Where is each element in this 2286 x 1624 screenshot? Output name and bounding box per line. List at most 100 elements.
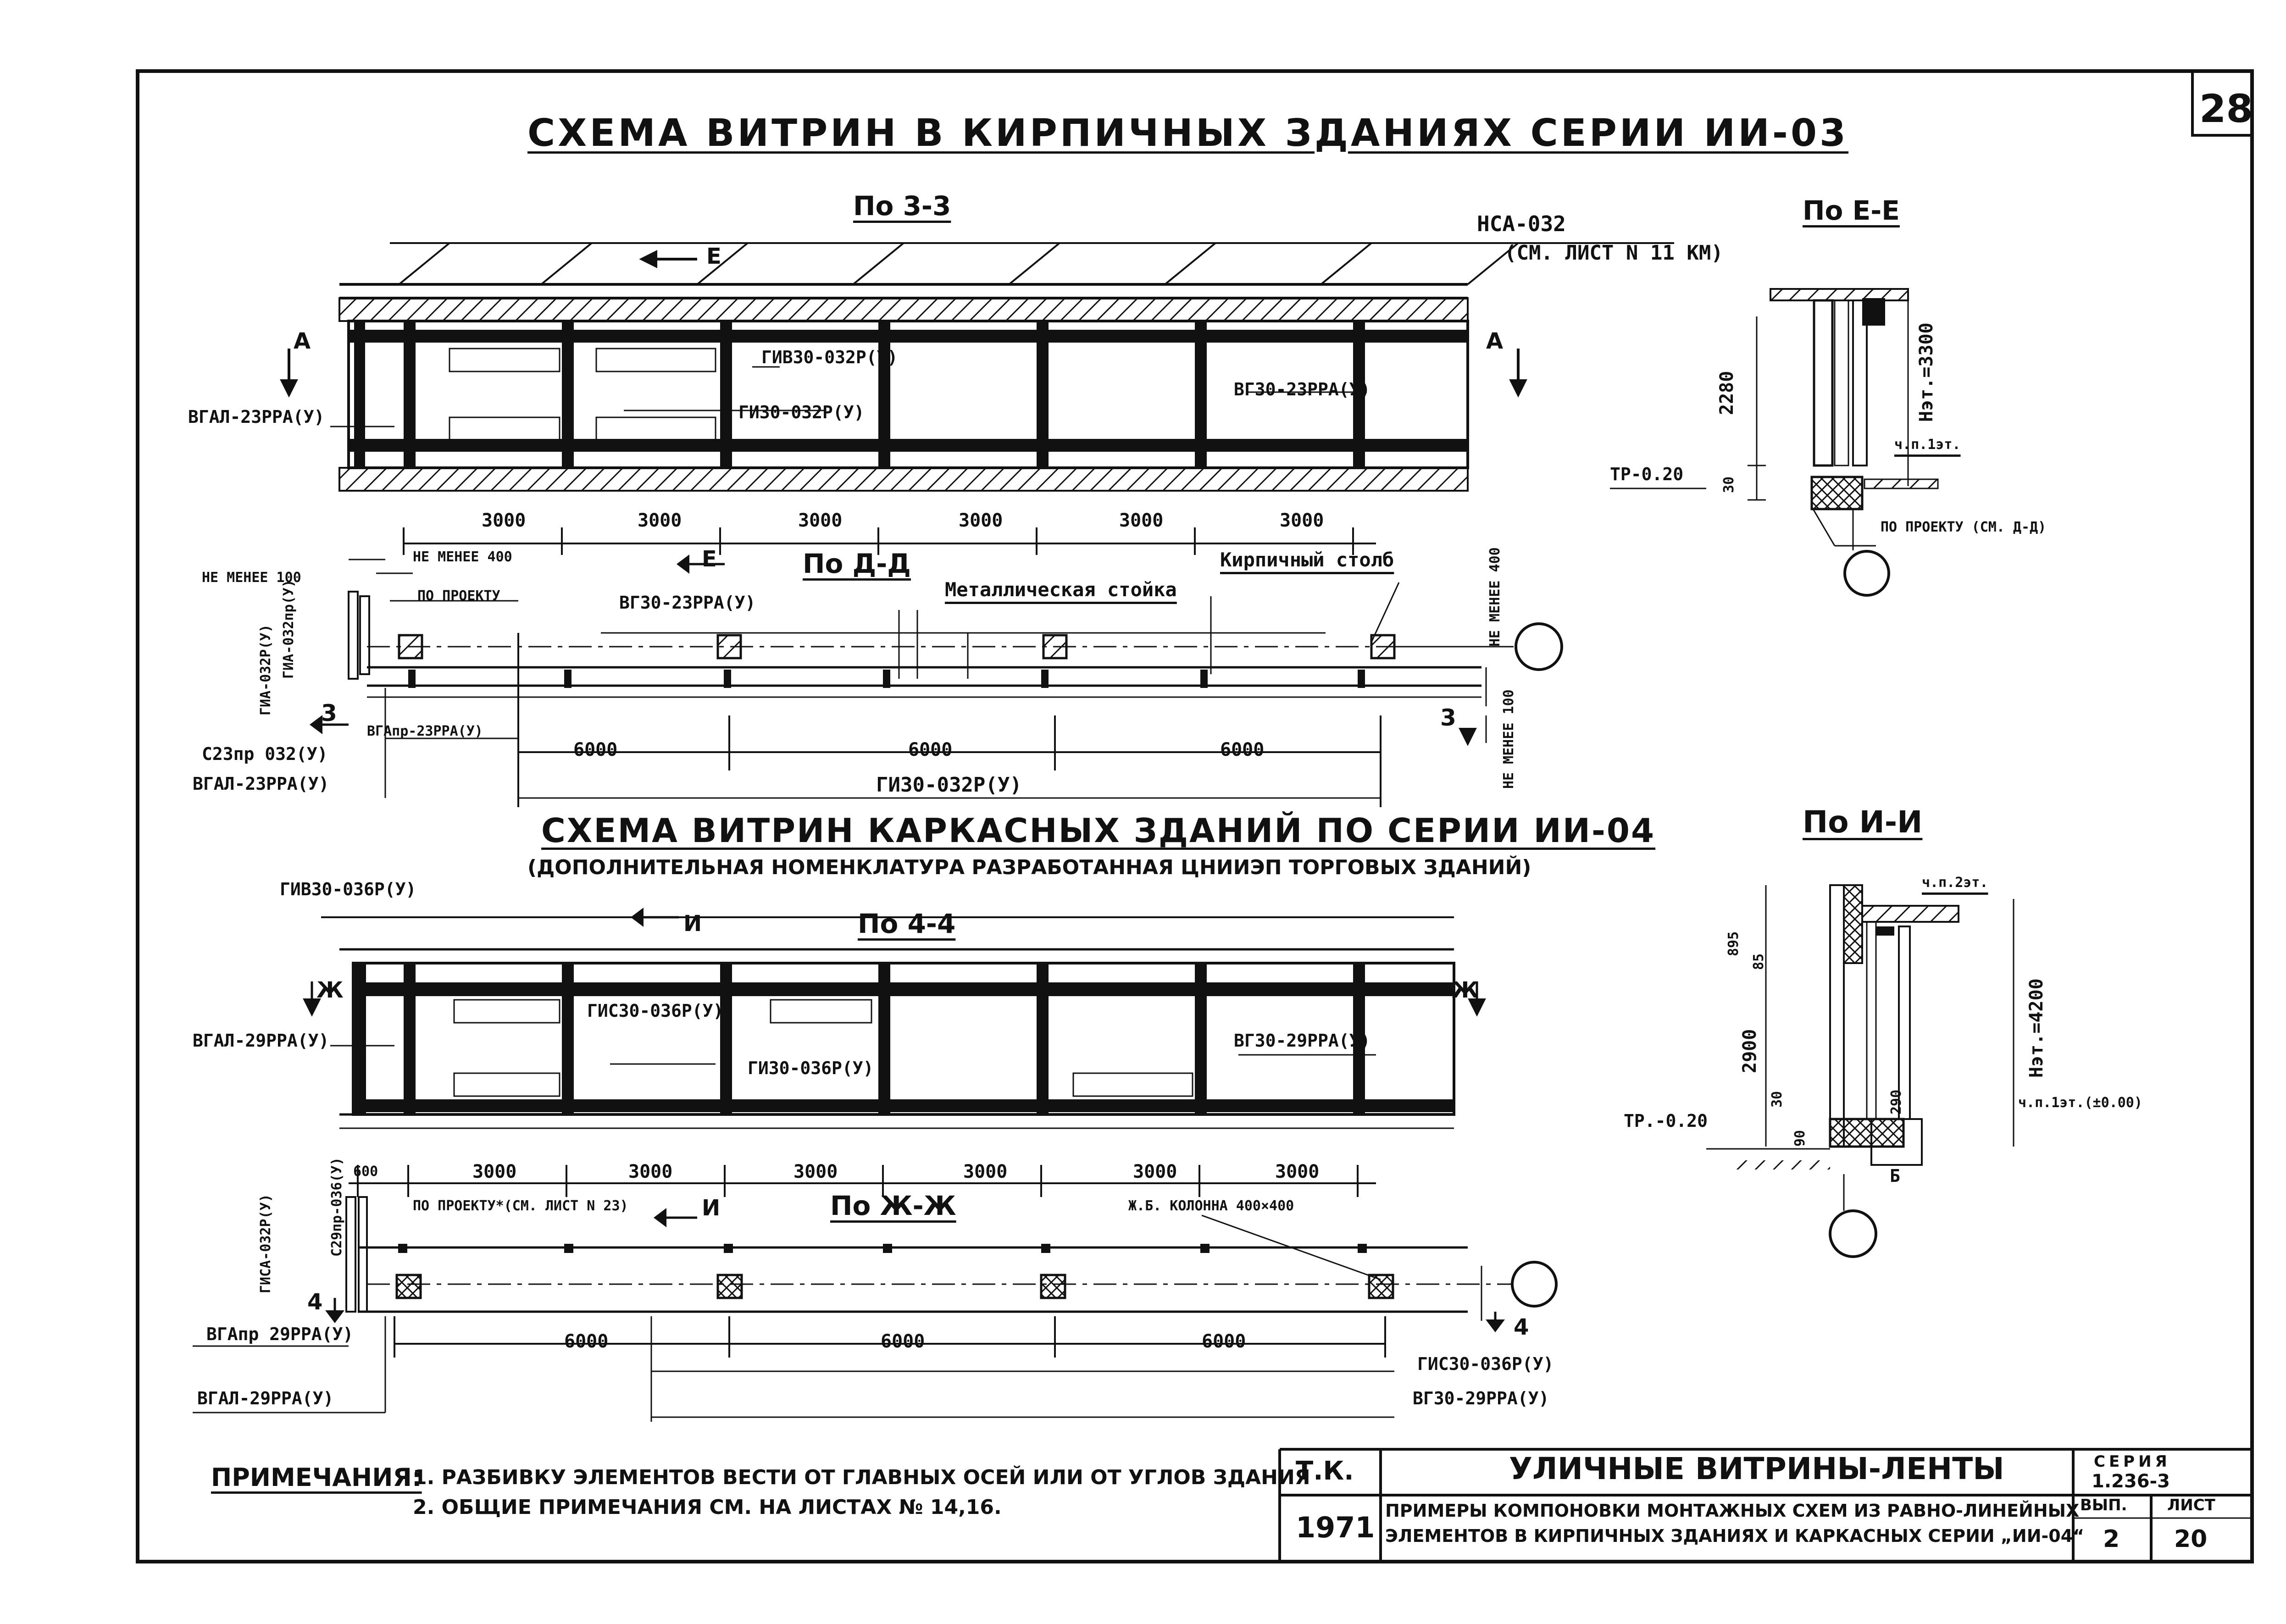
ee-chp: ч.п.1эт. <box>1894 437 1961 453</box>
ne-menee-100-vertical: НЕ МЕНЕЕ 100 <box>1501 689 1517 789</box>
elevation-44 <box>303 908 1486 1197</box>
ii-290: 290 <box>1888 1089 1904 1114</box>
section-mark-4-left: 4 <box>307 1289 323 1315</box>
gi-label: ГИ30-032Р(У) <box>738 402 865 422</box>
section-mark-3-right: 3 <box>1440 704 1456 731</box>
ne-menee-400: НЕ МЕНЕЕ 400 <box>413 549 512 565</box>
section-mark-4-right: 4 <box>1514 1314 1529 1340</box>
po-proektu-lower: ПО ПРОЕКТУ*(СМ. ЛИСТ N 23) <box>413 1198 628 1214</box>
dim-lower-3000-4: 3000 <box>963 1161 1008 1182</box>
giv-lower-label: ГИВ30-036Р(У) <box>280 879 416 899</box>
gis-plan-label: ГИС30-036Р(У) <box>1417 1354 1554 1374</box>
second-title: СХЕМА ВИТРИН КАРКАСНЫХ ЗДАНИЙ ПО СЕРИИ И… <box>541 811 1656 850</box>
tb-vyp-label: ВЫП. <box>2080 1496 2127 1514</box>
main-title: СХЕМА ВИТРИН В КИРПИЧНЫХ ЗДАНИЯХ СЕРИИ И… <box>527 111 1849 155</box>
vg-plan-lower-label: ВГ30-29РРА(У) <box>1413 1388 1549 1408</box>
vga-l-lower-label: ВГАЛ-29РРА(У) <box>197 1388 334 1408</box>
tb-seria-label: СЕРИЯ <box>2094 1452 2171 1471</box>
dim-3000-4: 3000 <box>959 510 1003 531</box>
gia-pr-label: ГИА-032пр(У) <box>281 579 297 679</box>
ii-chp2: ч.п.2эт. <box>1922 875 1988 891</box>
section-mark-e: Е <box>706 244 721 269</box>
section-mark-zh-left: Ж <box>316 977 344 1003</box>
dim-600: 600 <box>353 1164 378 1180</box>
kolonna-label: Ж.Б. КОЛОННА 400×400 <box>1128 1198 1294 1214</box>
plan-zhzh <box>193 1196 1558 1422</box>
dim-lower-6000-1: 6000 <box>564 1331 609 1352</box>
gia-label: ГИА-032Р(У) <box>258 624 274 715</box>
dim-lower-6000-3: 6000 <box>1202 1331 1246 1352</box>
dim-3000-6: 3000 <box>1280 510 1324 531</box>
section-mark-a-right: А <box>1486 328 1504 354</box>
ii-895: 895 <box>1726 931 1742 956</box>
ii-chp1: ч.п.1эт.(±0.00) <box>2018 1095 2142 1111</box>
gisa-label: ГИСА-032Р(У) <box>258 1194 274 1293</box>
ii-85: 85 <box>1751 953 1767 970</box>
gis-label: ГИС30-036Р(У) <box>587 1001 724 1021</box>
tb-title: УЛИЧНЫЕ ВИТРИНЫ-ЛЕНТЫ <box>1509 1451 2004 1486</box>
view-zhzh-title: По Ж-Ж <box>830 1190 956 1221</box>
tb-subtitle-2: ЭЛЕМЕНТОВ В КИРПИЧНЫХ ЗДАНИЯХ И КАРКАСНЫ… <box>1385 1526 2085 1546</box>
ii-2900: 2900 <box>1739 1029 1760 1073</box>
vga-lower-label: ВГАЛ-29РРА(У) <box>193 1031 329 1051</box>
dim-6000-upper-1: 6000 <box>573 739 618 760</box>
ii-tr: ТР.-0.20 <box>1624 1111 1708 1131</box>
vga-l2-label: ВГАЛ-23РРА(У) <box>193 774 329 794</box>
sheet-number: 28 <box>2199 86 2253 131</box>
tb-year: 1971 <box>1296 1511 1375 1544</box>
vg-lower-label: ВГ30-29РРА(У) <box>1234 1031 1370 1051</box>
dim-lower-3000-1: 3000 <box>472 1161 517 1182</box>
view-33-title: По 3-3 <box>853 190 951 222</box>
dim-3000-3: 3000 <box>798 510 843 531</box>
view-44-title: По 4-4 <box>858 908 956 939</box>
tb-subtitle-1: ПРИМЕРЫ КОМПОНОВКИ МОНТАЖНЫХ СХЕМ ИЗ РАВ… <box>1385 1501 2080 1521</box>
c23-label: С23пр 032(У) <box>202 744 328 764</box>
notes-heading: ПРИМЕЧАНИЯ: <box>211 1463 422 1492</box>
elevation-33 <box>280 242 1674 555</box>
section-mark-i-plan: И <box>702 1195 721 1221</box>
giv-label: ГИВ30-032Р(У) <box>761 347 898 367</box>
nsa-ref: (СМ. ЛИСТ N 11 КМ) <box>1504 241 1723 265</box>
dim-lower-6000-2: 6000 <box>881 1331 925 1352</box>
ne-menee-100: НЕ МЕНЕЕ 100 <box>202 570 301 586</box>
dim-3000-5: 3000 <box>1119 510 1164 531</box>
tb-tk: Т.К. <box>1296 1456 1354 1486</box>
section-mark-3-left: 3 <box>321 700 337 726</box>
po-proektu-upper: ПО ПРОЕКТУ <box>417 588 500 604</box>
vga-l-label: ВГАЛ-23РРА(У) <box>188 407 325 427</box>
view-dd-title: По Д-Д <box>803 548 911 579</box>
vga-pr-lower-label: ВГАпр 29РРА(У) <box>206 1324 354 1344</box>
vg-label: ВГ30-23РРА(У) <box>1234 379 1370 399</box>
ee-30: 30 <box>1721 476 1737 493</box>
nsa-label: НСА-032 <box>1477 211 1566 236</box>
vga-pr-label: ВГАпр-23РРА(У) <box>367 723 483 739</box>
ee-h3300: Нэт.=3300 <box>1916 322 1937 422</box>
tb-seria: 1.236-3 <box>2092 1471 2170 1492</box>
vg-plan-label: ВГ30-23РРА(У) <box>619 593 756 613</box>
ne-menee-400-vertical: НЕ МЕНЕЕ 400 <box>1487 547 1503 647</box>
gi-plan-label: ГИ30-032Р(У) <box>876 773 1022 797</box>
section-mark-e-plan: Е <box>702 546 717 572</box>
c29-label: С29пр-036(У) <box>329 1157 345 1257</box>
section-mark-zh-right: Ж <box>1452 977 1479 1003</box>
sheet-frame <box>136 69 2254 1563</box>
metal-stand-label: Металлическая стойка <box>945 578 1177 601</box>
dim-6000-upper-2: 6000 <box>908 739 953 760</box>
section-mark-a-left: А <box>294 328 311 354</box>
sheet-number-box <box>2191 71 2252 137</box>
view-ii-title: По И-И <box>1803 804 1923 840</box>
brick-column-label: Кирпичный столб <box>1220 549 1394 571</box>
dim-3000-2: 3000 <box>638 510 682 531</box>
ii-h4200: Нэт.=4200 <box>2026 978 2047 1078</box>
gi-lower-label: ГИ30-036Р(У) <box>748 1058 874 1078</box>
dim-lower-3000-5: 3000 <box>1133 1161 1177 1182</box>
tb-vyp: 2 <box>2103 1525 2120 1553</box>
dim-3000-1: 3000 <box>482 510 526 531</box>
view-ee-title: По Е-Е <box>1803 195 1900 226</box>
dim-lower-3000-3: 3000 <box>793 1161 838 1182</box>
plan-dd <box>310 554 1563 807</box>
second-title-sub: (ДОПОЛНИТЕЛЬНАЯ НОМЕНКЛАТУРА РАЗРАБОТАНН… <box>527 856 1531 879</box>
ii-b: Б <box>1890 1166 1900 1186</box>
note-2: 2. ОБЩИЕ ПРИМЕЧАНИЯ СМ. НА ЛИСТАХ № 14,1… <box>413 1496 1002 1519</box>
tb-list: 20 <box>2174 1525 2208 1553</box>
